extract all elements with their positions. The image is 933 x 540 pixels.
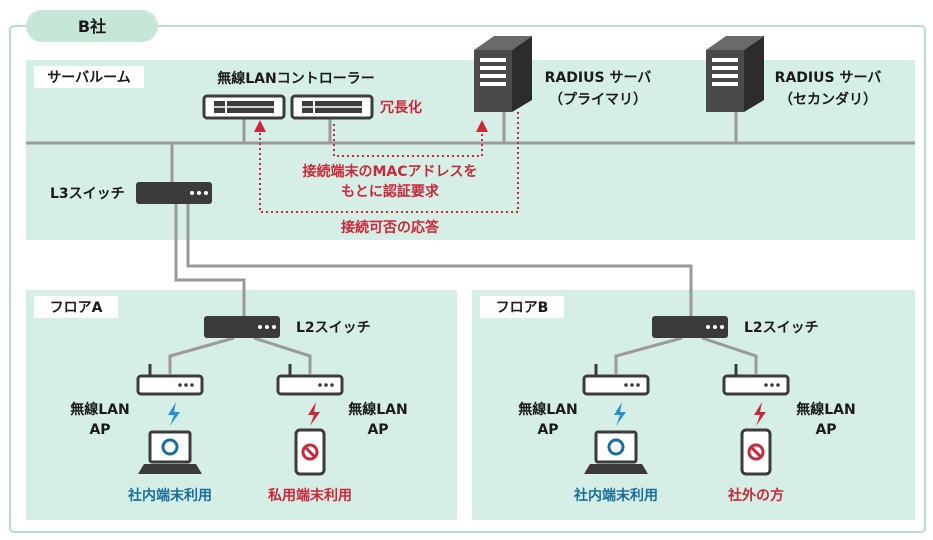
- auth-request-arrow: [333, 120, 488, 157]
- floor-b-ap-2-label-1: 無線LAN: [796, 401, 855, 418]
- floor-b-ap-2-caption: 社外の方: [727, 487, 784, 504]
- floor-a-l2-switch: [204, 316, 280, 338]
- radius-secondary-server: [706, 36, 764, 112]
- server-room-title-box: [34, 66, 144, 88]
- floor-b-ap-2-signal-icon: [754, 402, 766, 426]
- server-room-panel: [26, 60, 915, 240]
- floor-b-laptop-icon: [584, 430, 648, 474]
- floor-b-ap-2-label-2: AP: [815, 422, 836, 438]
- server-room-title: サーバルーム: [47, 70, 130, 86]
- auth-request-label-2: もとに認証要求: [341, 183, 440, 200]
- floor-a-ap-2-signal-icon: [308, 402, 320, 426]
- company-tab: [26, 10, 158, 42]
- floor-a-switch-label: L2スイッチ: [296, 320, 371, 336]
- floor-a-title-box: [34, 296, 118, 318]
- floor-a-ap-1-caption: 社内端末利用: [127, 487, 212, 504]
- floor-a-ap-2-label-1: 無線LAN: [348, 401, 407, 418]
- company-tab-label: B社: [78, 17, 106, 36]
- l3-switch: [136, 182, 212, 204]
- floor-b-l2-switch: [652, 316, 728, 338]
- floor-a-ap-2-label-2: AP: [367, 422, 388, 438]
- radius-primary-server: [474, 36, 532, 112]
- wlc-2: [290, 94, 374, 120]
- floor-b-phone-icon: [740, 428, 772, 476]
- auth-response-arrow: [254, 112, 519, 213]
- radius-secondary-label-1: RADIUS サーバ: [775, 70, 882, 86]
- wlc-label: 無線LANコントローラー: [217, 70, 374, 87]
- floor-b-ap-1-label-1: 無線LAN: [518, 401, 577, 418]
- floor-a-ap-2-caption: 私用端末利用: [268, 487, 352, 504]
- wlc-1: [202, 94, 286, 120]
- l3-switch-label: L3スイッチ: [50, 186, 125, 202]
- auth-response-label: 接続可否の応答: [341, 219, 440, 236]
- floor-b-title: フロアB: [496, 300, 549, 316]
- floor-a-laptop-icon: [138, 430, 202, 474]
- floor-a-ap-2: [276, 364, 344, 396]
- floor-a-ap-1: [136, 364, 204, 396]
- floor-a-ap-1-signal-icon: [168, 402, 180, 426]
- auth-request-label-1: 接続端末のMACアドレスを: [302, 163, 477, 180]
- redundancy-label: 冗長化: [380, 99, 422, 116]
- cables: [26, 110, 915, 374]
- radius-primary-label-1: RADIUS サーバ: [545, 70, 652, 86]
- floor-a-title: フロアA: [50, 300, 103, 316]
- floor-b-title-box: [480, 296, 564, 318]
- floor-b-ap-2: [722, 364, 790, 396]
- radius-secondary-label-2: （セカンダリ）: [779, 91, 877, 108]
- floor-b-switch-label: L2スイッチ: [744, 320, 819, 336]
- floor-a-phone-icon: [294, 428, 326, 476]
- floor-b-ap-1-signal-icon: [614, 402, 626, 426]
- floor-a-ap-1-label-2: AP: [89, 422, 110, 438]
- floor-b-ap-1-caption: 社内端末利用: [573, 487, 658, 504]
- floor-b-ap-1: [582, 364, 650, 396]
- floor-b-ap-1-label-2: AP: [537, 422, 558, 438]
- floor-a-ap-1-label-1: 無線LAN: [70, 401, 129, 418]
- radius-primary-label-2: （プライマリ）: [549, 92, 647, 108]
